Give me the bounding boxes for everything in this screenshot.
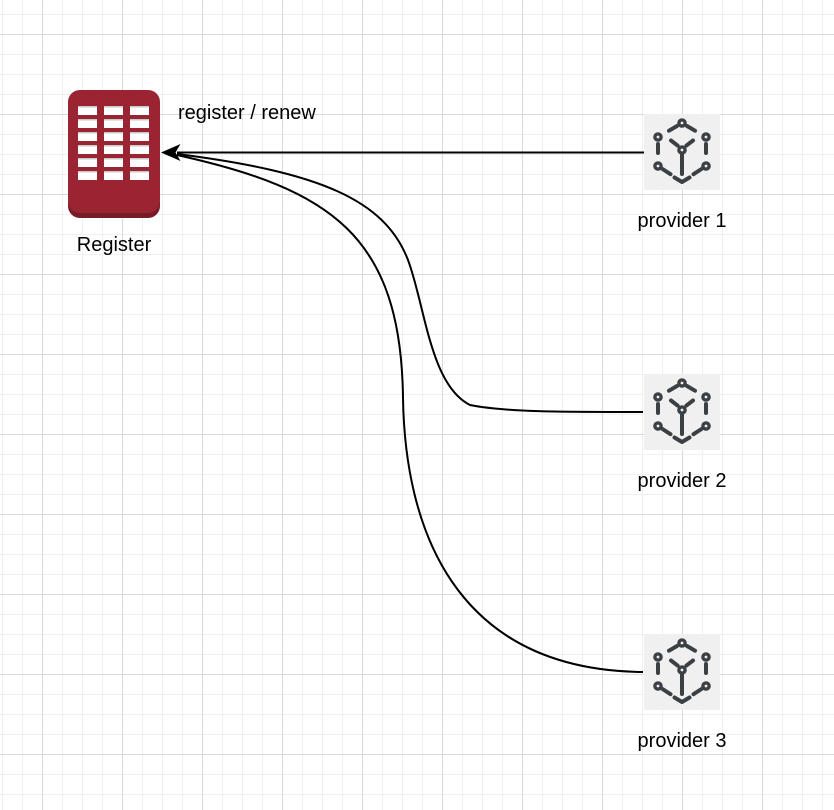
edge-provider2-register	[176, 153, 644, 413]
node-provider-3	[644, 634, 720, 710]
cube-icon	[652, 377, 712, 444]
cube-icon	[652, 637, 712, 704]
node-register	[68, 90, 160, 218]
edge-label-register-renew: register / renew	[178, 102, 316, 124]
node-label-register: Register	[76, 234, 152, 256]
edge-provider3-register	[176, 154, 644, 673]
node-label-provider-2: provider 2	[637, 470, 727, 492]
cube-icon	[652, 117, 712, 184]
node-provider-1	[644, 114, 720, 190]
node-provider-2	[644, 374, 720, 450]
arrowhead-icon	[161, 144, 181, 161]
node-label-provider-3: provider 3	[637, 730, 727, 752]
node-label-provider-1: provider 1	[637, 210, 727, 232]
building-icon	[68, 90, 160, 218]
